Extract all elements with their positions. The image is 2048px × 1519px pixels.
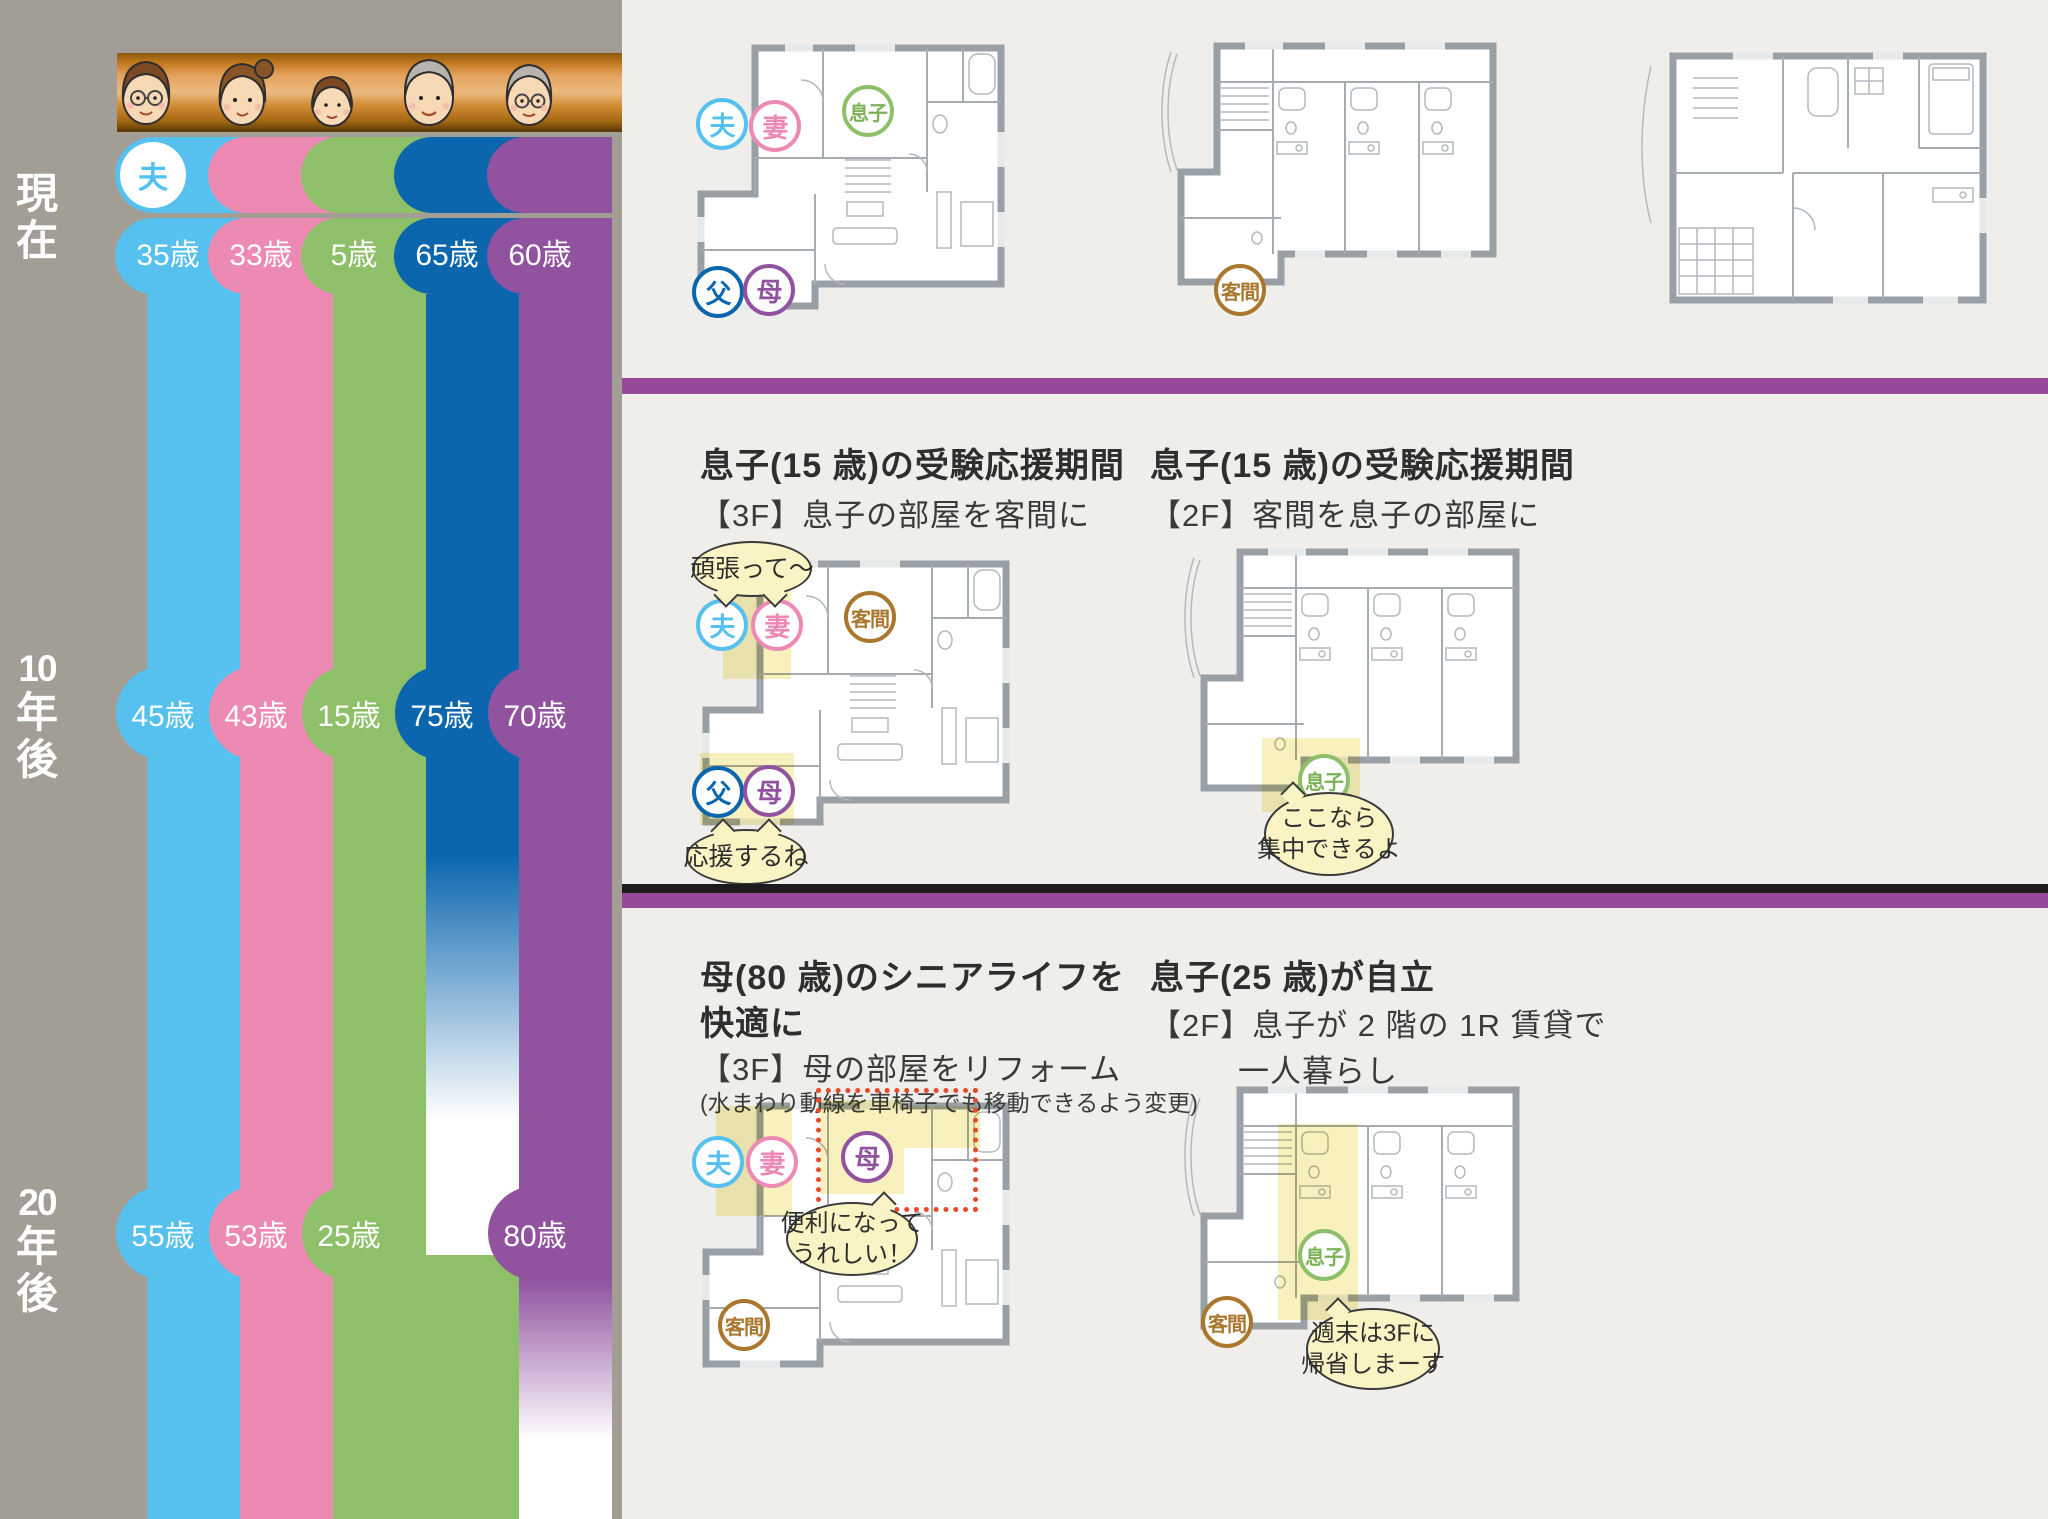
timeline-label-now: 現 在 bbox=[15, 170, 58, 265]
husband-legend-circle: 夫 bbox=[120, 142, 186, 208]
ten-right-subtitle: 【2F】客間を息子の部屋に bbox=[1150, 498, 1541, 533]
twenty-left-reform-outline bbox=[816, 1088, 978, 1212]
wife-life-bar bbox=[240, 256, 333, 1519]
ten-left-father-circle: 父 bbox=[692, 766, 744, 818]
twenty-right-title: 息子(25 歳)が自立 bbox=[1150, 959, 1435, 997]
timeline-label-20-years: 20 年 後 bbox=[15, 1182, 58, 1318]
section-divider-2 bbox=[622, 893, 2048, 908]
twenty-left-subtitle: 【3F】母の部屋をリフォーム bbox=[700, 1052, 1122, 1087]
present-2f-apartment-plan bbox=[1155, 42, 1500, 287]
present-guest-room-circle: 客間 bbox=[1214, 264, 1266, 316]
twenty-right-subtitle-line2: 一人暮らし bbox=[1238, 1054, 1398, 1089]
son-age-20y: 25歳 bbox=[302, 1186, 396, 1280]
present-1f-house-plan bbox=[1633, 48, 1993, 313]
twenty-right-highlight-unit bbox=[1278, 1124, 1358, 1320]
twenty-left-mother-circle: 母 bbox=[841, 1131, 893, 1183]
ten-right-title: 息子(15 歳)の受験応援期間 bbox=[1150, 447, 1575, 485]
ten-left-title: 息子(15 歳)の受験応援期間 bbox=[700, 447, 1125, 485]
husband-legend-label: 夫 bbox=[138, 162, 168, 195]
twenty-left-husband-circle: 夫 bbox=[692, 1136, 744, 1188]
twenty-left-title-line1: 母(80 歳)のシニアライフを bbox=[700, 959, 1125, 997]
ten-left-mother-circle: 母 bbox=[743, 765, 795, 817]
father-age-now: 65歳 bbox=[415, 239, 479, 272]
ten-right-bubble: ここなら集中できるよ bbox=[1257, 781, 1401, 876]
section-divider-1 bbox=[622, 378, 2048, 394]
ten-left-husband-circle: 夫 bbox=[696, 599, 748, 651]
husband-face-icon bbox=[121, 60, 171, 125]
present-mother-circle: 母 bbox=[743, 264, 795, 316]
father-face-icon bbox=[403, 58, 455, 126]
twenty-right-bubble: 週末は3Fに帰省しまーす bbox=[1301, 1297, 1445, 1390]
present-son-circle: 息子 bbox=[842, 85, 894, 137]
mother-age-now-pill: 60歳 bbox=[487, 218, 612, 294]
twenty-left-highlight-room-3 bbox=[904, 1106, 980, 1148]
timeline-panel: 現 在 10 年 後 20 年 後 夫 bbox=[0, 0, 622, 1519]
mother-age-now: 60歳 bbox=[508, 239, 572, 272]
mother-age-20y: 80歳 bbox=[488, 1186, 582, 1280]
husband-age-now: 35歳 bbox=[136, 239, 200, 272]
son-face-icon bbox=[311, 75, 353, 127]
mother-face-icon bbox=[505, 63, 553, 126]
wife-age-10y: 43歳 bbox=[209, 666, 303, 760]
father-age-10y: 75歳 bbox=[395, 666, 489, 760]
twenty-right-son-circle: 息子 bbox=[1298, 1229, 1350, 1281]
ten-left-guest-room-circle: 客間 bbox=[844, 591, 896, 643]
ten-left-wife-circle: 妻 bbox=[751, 599, 803, 651]
son-age-now: 5歳 bbox=[330, 239, 378, 272]
twenty-right-guest-room-circle: 客間 bbox=[1201, 1296, 1253, 1348]
twenty-left-guest-room-circle: 客間 bbox=[718, 1299, 770, 1351]
twenty-left-bubble: 便利になってうれしい！ bbox=[781, 1191, 923, 1276]
twenty-left-wife-circle: 妻 bbox=[746, 1136, 798, 1188]
son-life-bar-widened bbox=[333, 1255, 519, 1519]
section-divider-2-black-line bbox=[622, 884, 2048, 893]
wife-age-now: 33歳 bbox=[229, 239, 293, 272]
husband-age-20y: 55歳 bbox=[116, 1186, 210, 1280]
ten-left-subtitle: 【3F】息子の部屋を客間に bbox=[700, 498, 1091, 533]
timeline-label-10-years: 10 年 後 bbox=[15, 648, 58, 784]
son-age-10y: 15歳 bbox=[302, 666, 396, 760]
present-father-circle: 父 bbox=[692, 266, 744, 318]
mother-age-10y: 70歳 bbox=[488, 666, 582, 760]
wife-age-20y: 53歳 bbox=[209, 1186, 303, 1280]
present-wife-circle: 妻 bbox=[749, 100, 801, 152]
present-husband-circle: 夫 bbox=[696, 98, 748, 150]
twenty-right-subtitle-line1: 【2F】息子が 2 階の 1R 賃貸で bbox=[1150, 1008, 1607, 1043]
husband-age-10y: 45歳 bbox=[116, 666, 210, 760]
wife-face-icon bbox=[218, 59, 274, 126]
husband-life-bar bbox=[147, 256, 240, 1519]
ten-left-bubble-bottom: 応援するね bbox=[684, 818, 809, 885]
mother-header-pill bbox=[487, 137, 612, 213]
ten-left-bubble-top: 頑張って〜 bbox=[690, 541, 814, 608]
twenty-left-title-line2: 快適に bbox=[700, 1005, 805, 1043]
